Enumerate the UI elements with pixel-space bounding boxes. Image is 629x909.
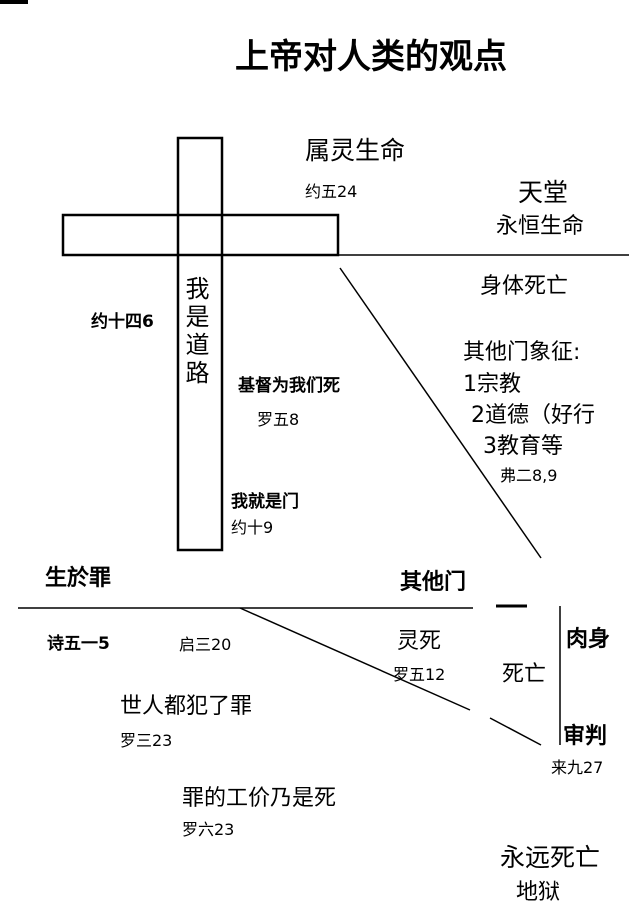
spiritual-life-label: 属灵生命 [305, 136, 406, 165]
ref-john-14-6: 约十四6 [91, 312, 154, 332]
born-in-sin-label: 生於罪 [45, 566, 112, 591]
death-diagonal-upper [239, 607, 471, 711]
hell-label: 地狱 [516, 880, 561, 905]
christ-died-label: 基督为我们死 [238, 376, 340, 396]
ref-rom-6-23: 罗六23 [182, 820, 235, 839]
ref-rom-3-23: 罗三23 [120, 731, 173, 750]
corner-mark [0, 0, 28, 4]
other-doors-item-morality: 2道德（好行 [471, 403, 595, 428]
ref-john-10-9: 约十9 [231, 518, 274, 537]
ref-john-5-24: 约五24 [305, 182, 358, 201]
eternal-death-label: 永远死亡 [500, 843, 601, 872]
other-doors-label: 其他门 [400, 570, 467, 595]
wages-of-sin-label: 罪的工价乃是死 [182, 786, 337, 811]
other-doors-symbol-label: 其他门象征: [463, 340, 581, 365]
judgment-label: 审判 [563, 724, 608, 749]
i-am-the-door-label: 我就是门 [231, 492, 299, 512]
cross-vertical-beam [176, 136, 224, 552]
ref-ps-51-5: 诗五一5 [47, 634, 110, 654]
death-label: 死亡 [502, 662, 547, 687]
ref-rev-3-20: 启三20 [179, 635, 232, 654]
other-doors-item-education: 3教育等 [483, 434, 563, 459]
other-doors-item-religion: 1宗教 [463, 372, 521, 397]
ref-heb-9-27: 来九27 [551, 758, 604, 777]
ref-rom-5-12: 罗五12 [393, 665, 446, 684]
heaven-label: 天堂 [518, 178, 569, 207]
all-have-sinned-label: 世人都犯了罪 [120, 694, 253, 719]
spiritual-death-label: 灵死 [397, 629, 442, 654]
cross-vertical-text: 我是道路 [181, 276, 209, 388]
ref-rom-5-8: 罗五8 [257, 410, 300, 429]
body-death-label: 身体死亡 [480, 274, 569, 299]
death-diagonal-lower [489, 717, 542, 746]
cross-horizontal-beam [61, 213, 340, 257]
ref-eph-2-8-9: 弗二8,9 [500, 466, 558, 485]
flesh-label: 肉身 [566, 627, 611, 652]
eternal-life-label: 永恒生命 [496, 214, 585, 239]
diagram-title: 上帝对人类的观点 [235, 37, 507, 77]
other-doors-diagonal [339, 267, 542, 559]
